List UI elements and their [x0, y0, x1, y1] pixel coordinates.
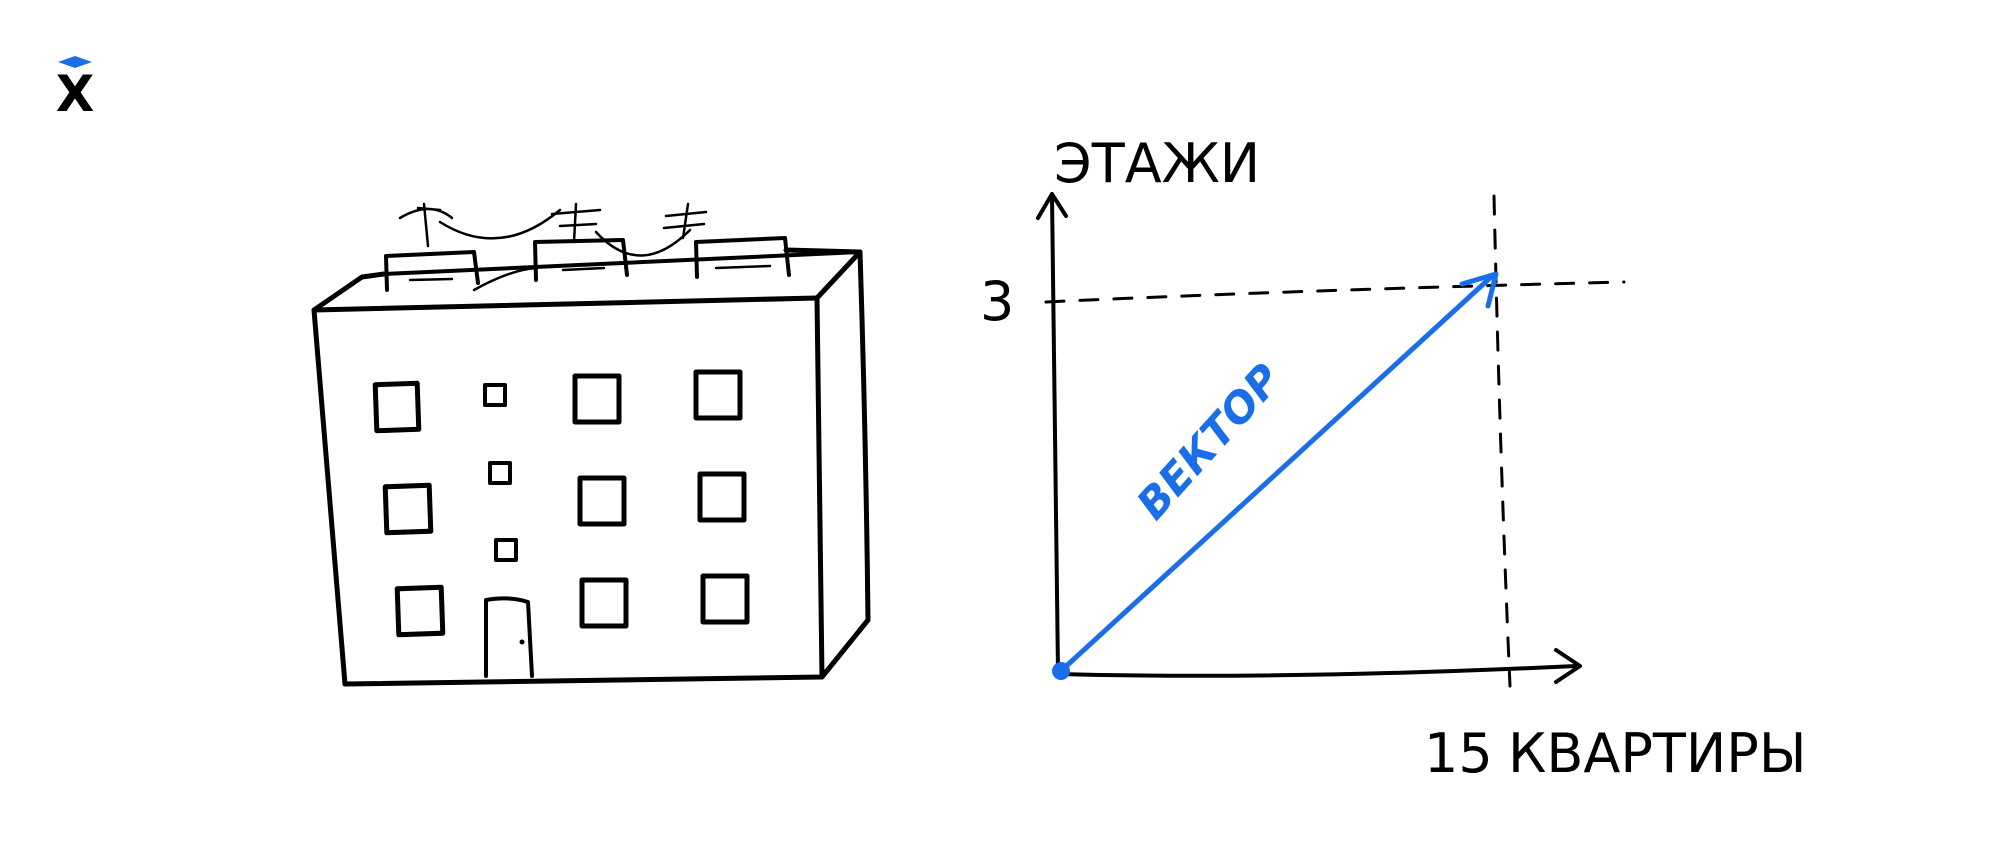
vector-arrowhead	[1459, 271, 1499, 309]
building-roof-right	[783, 247, 863, 301]
y-axis	[1050, 194, 1060, 674]
wire-3	[472, 266, 538, 292]
building-roof-left	[311, 271, 387, 313]
antenna-2	[550, 202, 602, 244]
building-roof-back	[382, 250, 862, 276]
window	[700, 573, 750, 625]
vector-origin-dot	[1052, 662, 1070, 680]
window	[572, 373, 622, 425]
wire-2	[594, 228, 692, 257]
window	[372, 380, 422, 434]
y-axis-arrow	[1036, 192, 1068, 220]
vector-label: ВЕКТОР	[1127, 354, 1291, 528]
vector-diagram: ЭТАЖИ 3 15 КВАРТИРЫ ВЕКТОР	[980, 132, 1806, 785]
x-value-label: 15	[1424, 722, 1493, 785]
guide-horizontal	[1044, 280, 1626, 304]
building-side	[819, 249, 871, 680]
x-logo-icon: X	[56, 56, 95, 123]
window	[579, 577, 629, 629]
x-axis-label: КВАРТИРЫ	[1508, 722, 1806, 785]
door-knob	[519, 639, 525, 645]
window	[697, 471, 747, 523]
window	[577, 475, 627, 527]
antenna-1	[398, 202, 454, 248]
vector-line	[1059, 275, 1493, 673]
x-axis	[1056, 664, 1578, 678]
small-window	[483, 383, 507, 407]
logo-diamond	[58, 56, 92, 68]
roof-box-2	[533, 238, 629, 282]
logo-glyph: X	[56, 65, 95, 123]
door	[484, 596, 534, 678]
y-value-label: 3	[980, 270, 1014, 333]
roof-box-1	[384, 250, 480, 292]
small-window	[488, 461, 512, 485]
y-axis-label: ЭТАЖИ	[1054, 132, 1260, 195]
antenna-3	[662, 202, 708, 240]
guide-vertical	[1492, 194, 1512, 688]
wire-1	[438, 208, 562, 240]
apartment-building-icon	[311, 202, 871, 687]
roof-box-details	[408, 264, 772, 282]
window	[382, 482, 434, 536]
roof-box-3	[694, 236, 791, 279]
small-window	[494, 538, 518, 562]
window	[394, 584, 446, 638]
window	[693, 369, 743, 421]
x-axis-arrow	[1554, 648, 1582, 684]
